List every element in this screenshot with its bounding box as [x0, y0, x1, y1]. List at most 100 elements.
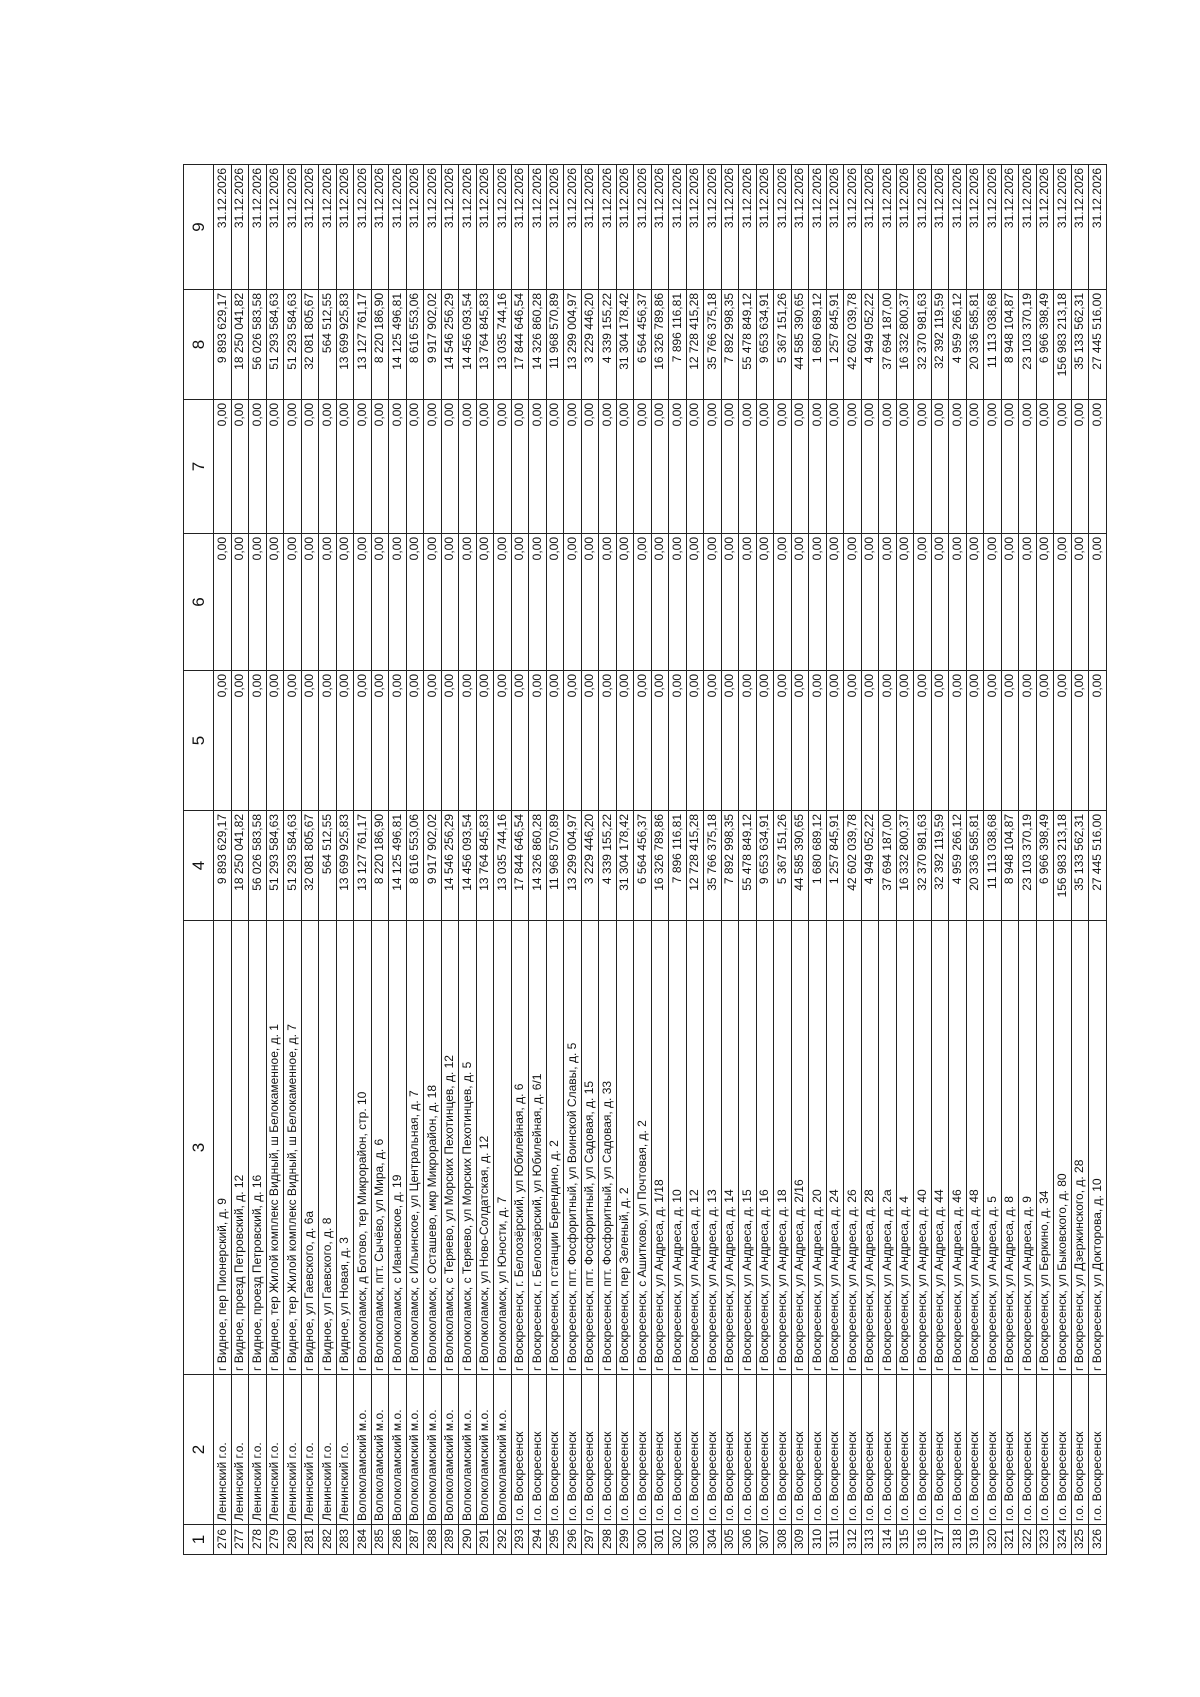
amount-cell: 0,00: [616, 670, 634, 811]
column-header: 7: [183, 399, 214, 534]
amount-cell: 0,00: [1088, 399, 1106, 534]
amount-cell: 12 728 415,28: [686, 289, 704, 400]
amount-cell: 0,00: [1001, 670, 1019, 811]
date-cell: 31.12.2026: [231, 164, 249, 290]
row-number: 319: [966, 1524, 984, 1555]
amount-cell: 0,00: [721, 670, 739, 811]
amount-cell: 6 564 456,37: [633, 289, 651, 400]
date-cell: 31.12.2026: [738, 164, 756, 290]
municipality-cell: г.о. Воскресенск: [878, 1374, 896, 1525]
amount-cell: 0,00: [721, 399, 739, 534]
amount-cell: 16 332 800,37: [896, 289, 914, 400]
amount-cell: 51 293 584,63: [283, 289, 301, 400]
amount-cell: 0,00: [808, 533, 826, 671]
municipality-cell: г.о. Воскресенск: [948, 1374, 966, 1525]
amount-cell: 0,00: [913, 670, 931, 811]
date-cell: 31.12.2026: [896, 164, 914, 290]
address-cell: г Воскресенск, ул Андреса, д. 2а: [878, 920, 896, 1375]
date-cell: 31.12.2026: [581, 164, 599, 290]
address-cell: г Воскресенск, ул Дзержинского, д. 28: [1071, 920, 1089, 1375]
address-cell: г Воскресенск, ул Беркино, д. 34: [1036, 920, 1054, 1375]
row-number: 310: [808, 1524, 826, 1555]
amount-cell: 0,00: [668, 670, 686, 811]
address-cell: г Воскресенск, ул Андреса, д. 15: [738, 920, 756, 1375]
address-cell: г Воскресенск, п станции Берендино, д. 2: [546, 920, 564, 1375]
amount-cell: 0,00: [651, 670, 669, 811]
amount-cell: 0,00: [231, 670, 249, 811]
date-cell: 31.12.2026: [1071, 164, 1089, 290]
date-cell: 31.12.2026: [756, 164, 774, 290]
amount-cell: 0,00: [773, 399, 791, 534]
amount-cell: 0,00: [861, 533, 879, 671]
amount-cell: 0,00: [913, 533, 931, 671]
address-cell: г Воскресенск, г. Белоозёрский, ул Юбиле…: [528, 920, 546, 1375]
municipality-cell: Ленинский г.о.: [266, 1374, 284, 1525]
amount-cell: 0,00: [511, 533, 529, 671]
amount-cell: 23 103 370,19: [1018, 289, 1036, 400]
address-cell: г Воскресенск, ул Андреса, д. 24: [826, 920, 844, 1375]
amount-cell: 0,00: [493, 399, 511, 534]
row-number: 278: [248, 1524, 266, 1555]
amount-cell: 14 456 093,54: [458, 810, 476, 921]
amount-cell: 0,00: [703, 670, 721, 811]
date-cell: 31.12.2026: [651, 164, 669, 290]
address-cell: г Воскресенск, ул Андреса, д. 4: [896, 920, 914, 1375]
date-cell: 31.12.2026: [441, 164, 459, 290]
date-cell: 31.12.2026: [966, 164, 984, 290]
row-number: 322: [1018, 1524, 1036, 1555]
amount-cell: 9 653 634,91: [756, 810, 774, 921]
amount-cell: 0,00: [1088, 533, 1106, 671]
amount-cell: 9 653 634,91: [756, 289, 774, 400]
address-cell: г Воскресенск, пгт. Фосфоритный, ул Садо…: [598, 920, 616, 1375]
amount-cell: 37 694 187,00: [878, 810, 896, 921]
amount-cell: 0,00: [353, 533, 371, 671]
date-cell: 31.12.2026: [826, 164, 844, 290]
amount-cell: 0,00: [633, 399, 651, 534]
amount-cell: 0,00: [213, 670, 231, 811]
amount-cell: 0,00: [1018, 670, 1036, 811]
date-cell: 31.12.2026: [616, 164, 634, 290]
amount-cell: 0,00: [773, 533, 791, 671]
row-number: 323: [1036, 1524, 1054, 1555]
amount-cell: 0,00: [966, 670, 984, 811]
amount-cell: 0,00: [1071, 399, 1089, 534]
amount-cell: 4 339 155,22: [598, 810, 616, 921]
amount-cell: 32 081 805,67: [301, 289, 319, 400]
date-cell: 31.12.2026: [318, 164, 336, 290]
amount-cell: 1 680 689,12: [808, 289, 826, 400]
amount-cell: 0,00: [651, 399, 669, 534]
amount-cell: 0,00: [598, 533, 616, 671]
row-number: 292: [493, 1524, 511, 1555]
address-cell: г Волоколамск, ул Юности, д. 7: [493, 920, 511, 1375]
amount-cell: 0,00: [931, 399, 949, 534]
amount-cell: 20 336 585,81: [966, 810, 984, 921]
row-number: 301: [651, 1524, 669, 1555]
date-cell: 31.12.2026: [1088, 164, 1106, 290]
amount-cell: 5 367 151,26: [773, 810, 791, 921]
amount-cell: 0,00: [476, 533, 494, 671]
amount-cell: 0,00: [581, 533, 599, 671]
amount-cell: 0,00: [248, 399, 266, 534]
amount-cell: 31 304 178,42: [616, 810, 634, 921]
amount-cell: 20 336 585,81: [966, 289, 984, 400]
column-header: 9: [183, 164, 214, 290]
address-cell: г Воскресенск, ул Андреса, д. 40: [913, 920, 931, 1375]
amount-cell: 0,00: [441, 670, 459, 811]
row-number: 277: [231, 1524, 249, 1555]
municipality-cell: г.о. Воскресенск: [983, 1374, 1001, 1525]
amount-cell: 0,00: [528, 533, 546, 671]
row-number: 318: [948, 1524, 966, 1555]
address-cell: г Волоколамск, с Теряево, ул Морских Пех…: [458, 920, 476, 1375]
date-cell: 31.12.2026: [388, 164, 406, 290]
amount-cell: 31 304 178,42: [616, 289, 634, 400]
date-cell: 31.12.2026: [598, 164, 616, 290]
amount-cell: 32 370 981,63: [913, 289, 931, 400]
address-cell: г Воскресенск, ул Быковского, д. 80: [1053, 920, 1071, 1375]
address-cell: г Воскресенск, ул Андреса, д. 48: [966, 920, 984, 1375]
row-number: 297: [581, 1524, 599, 1555]
amount-cell: 0,00: [266, 670, 284, 811]
